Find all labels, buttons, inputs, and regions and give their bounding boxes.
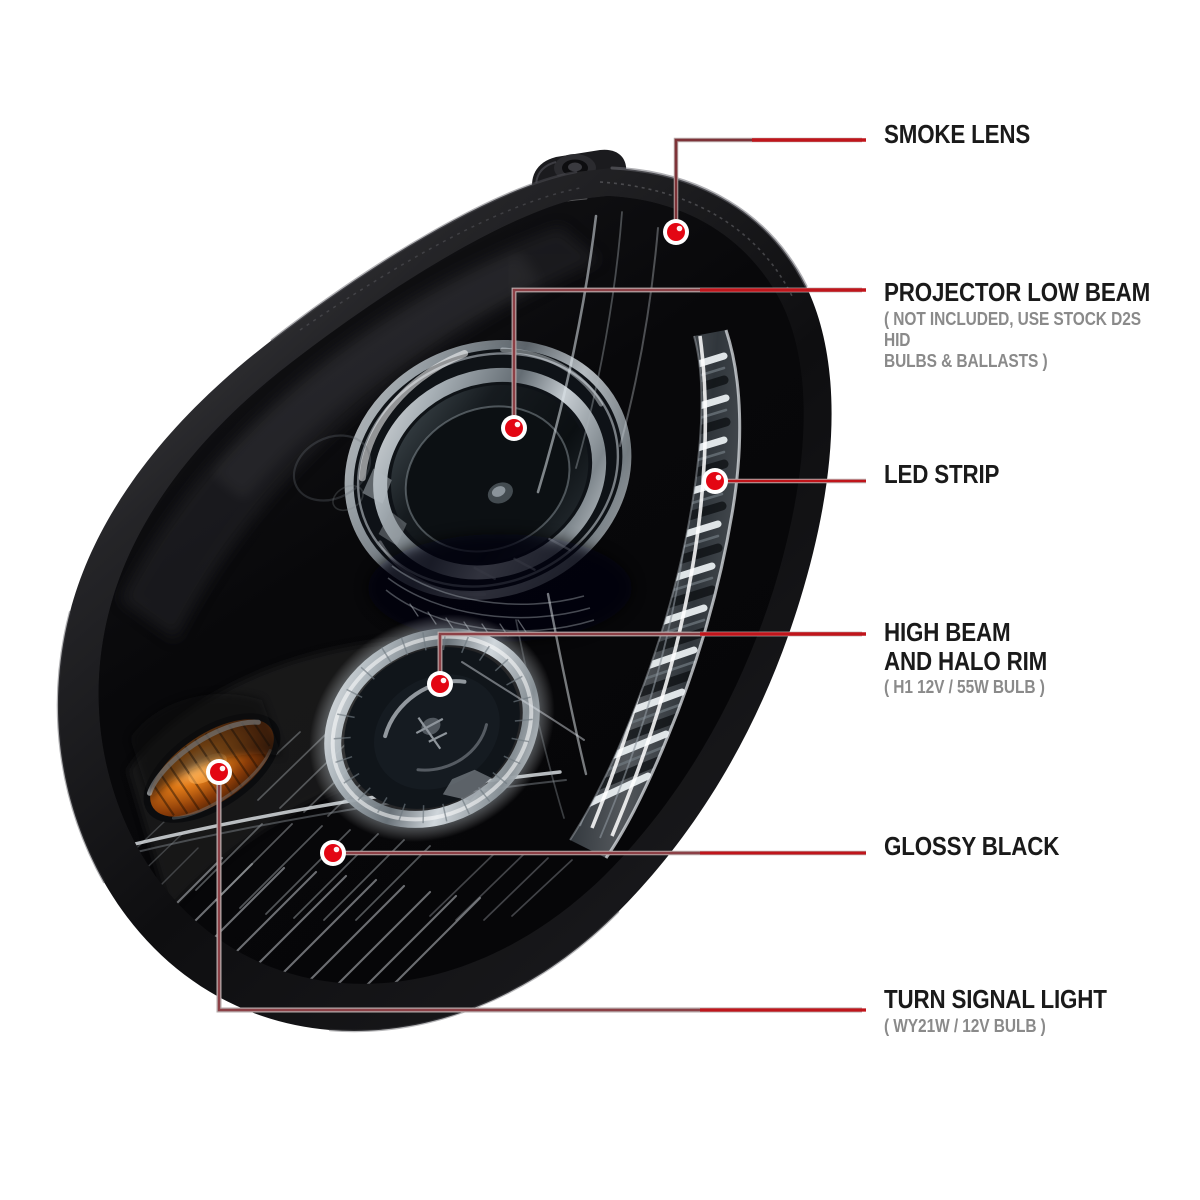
callout-glossy-black-title: GLOSSY BLACK	[884, 831, 1060, 861]
callout-turn-signal-light-title: TURN SIGNAL LIGHT	[884, 984, 1107, 1014]
callout-glossy-black: GLOSSY BLACK	[884, 832, 1088, 861]
marker-high-beam-halo-rim[interactable]	[427, 671, 453, 697]
callout-smoke-lens-title: SMOKE LENS	[884, 119, 1031, 149]
callout-turn-signal-light-subtitle: ( WY21W / 12V BULB )	[884, 1015, 1046, 1036]
callout-high-beam-halo-rim-title: HIGH BEAM AND HALO RIM	[884, 617, 1048, 676]
leader-turn-signal-light	[216, 772, 866, 1013]
callout-projector-low-beam-subtitle: ( NOT INCLUDED, USE STOCK D2S HID BULBS …	[884, 308, 1141, 372]
callout-turn-signal-light: TURN SIGNAL LIGHT ( WY21W / 12V BULB )	[884, 985, 1143, 1037]
callout-markers	[206, 219, 728, 866]
marker-projector-low-beam[interactable]	[501, 415, 527, 441]
leader-high-beam-halo-rim	[437, 631, 866, 684]
marker-glossy-black[interactable]	[320, 840, 346, 866]
marker-led-strip[interactable]	[702, 468, 728, 494]
leader-smoke-lens	[673, 137, 866, 232]
callout-projector-low-beam-title: PROJECTOR LOW BEAM	[884, 277, 1151, 307]
leader-projector-low-beam	[511, 287, 866, 428]
callout-high-beam-halo-rim: HIGH BEAM AND HALO RIM ( H1 12V / 55W BU…	[884, 618, 1074, 698]
callout-projector-low-beam: PROJECTOR LOW BEAM ( NOT INCLUDED, USE S…	[884, 278, 1200, 372]
callout-led-strip-title: LED STRIP	[884, 459, 1000, 489]
callout-smoke-lens: SMOKE LENS	[884, 120, 1054, 149]
callout-led-strip: LED STRIP	[884, 460, 1018, 489]
marker-turn-signal-light[interactable]	[206, 759, 232, 785]
marker-smoke-lens[interactable]	[663, 219, 689, 245]
callout-high-beam-halo-rim-subtitle: ( H1 12V / 55W BULB )	[884, 677, 1045, 698]
